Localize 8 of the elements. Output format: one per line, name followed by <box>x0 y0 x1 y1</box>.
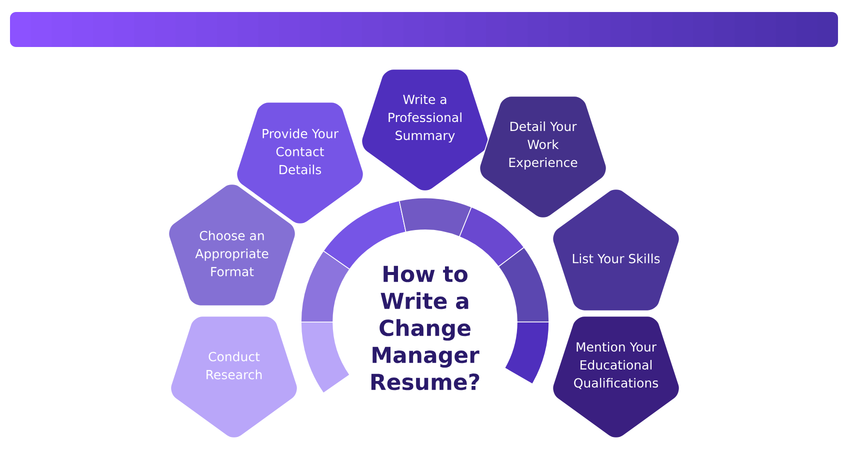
pentagon-box: List Your Skills <box>552 188 680 312</box>
pentagon-box: Conduct Research <box>170 316 298 438</box>
pentagon-box: Provide Your Contact Details <box>236 102 364 224</box>
pentagon-box: Write a Professional Summary <box>361 68 489 192</box>
pentagon-box: Mention Your Educational Qualifications <box>552 316 680 438</box>
pentagon-box: Choose an Appropriate Format <box>168 184 296 306</box>
pentagon-box: Detail Your Work Experience <box>479 96 607 218</box>
heading: How to Write a Change Manager Resume? <box>371 266 480 390</box>
